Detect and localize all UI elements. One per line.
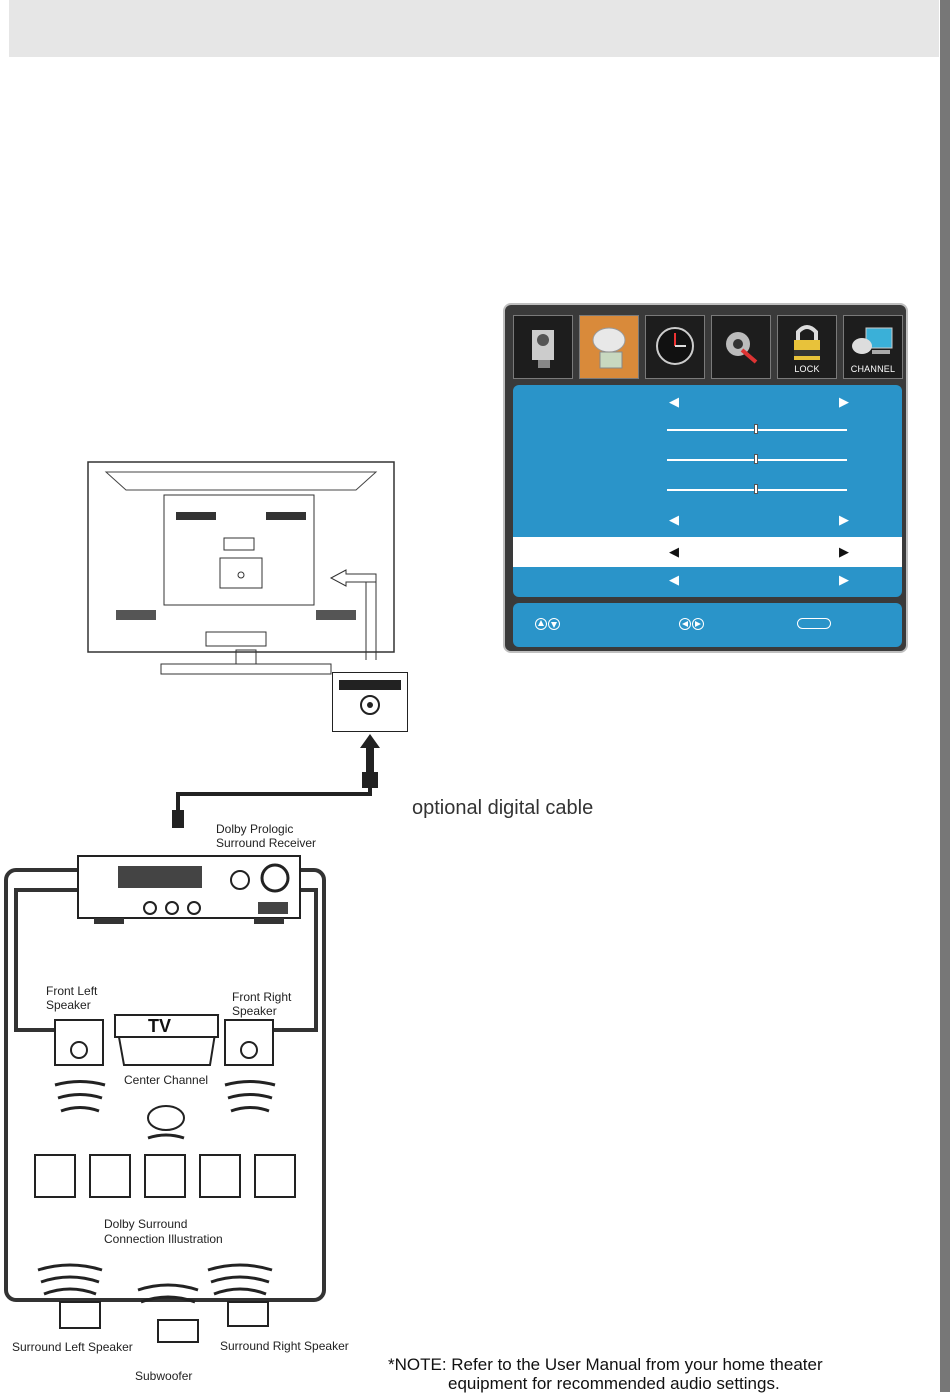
tab-time[interactable] xyxy=(645,315,705,379)
left-right-nav-icon xyxy=(679,618,704,630)
left-arrow-icon[interactable]: ◀ xyxy=(669,544,679,559)
slider-knob[interactable] xyxy=(754,454,758,464)
clock-icon xyxy=(656,327,694,365)
center-channel-label: Center Channel xyxy=(124,1073,209,1087)
front-right-label-2: Speaker xyxy=(232,1004,277,1018)
front-left-label-2: Speaker xyxy=(46,998,91,1012)
right-arrow-icon[interactable]: ▶ xyxy=(839,544,849,559)
tab-lock-label: LOCK xyxy=(794,364,820,374)
note-line-1: *NOTE: Refer to the User Manual from you… xyxy=(388,1355,823,1374)
satellite-dish-icon xyxy=(592,327,626,369)
receiver-label-2: Surround Receiver xyxy=(216,836,317,850)
slider-knob[interactable] xyxy=(754,424,758,434)
slider-knob[interactable] xyxy=(754,484,758,494)
front-left-label-1: Front Left xyxy=(46,984,98,998)
setup-tools-icon xyxy=(726,332,758,364)
optical-jack-icon xyxy=(360,695,380,715)
tv-rear-panel-illustration xyxy=(87,461,395,675)
slider-3[interactable] xyxy=(667,484,847,494)
camera-icon xyxy=(532,330,554,368)
subwoofer-label: Subwoofer xyxy=(135,1369,193,1383)
left-arrow-icon[interactable]: ◀ xyxy=(669,394,679,409)
optical-port-box xyxy=(332,672,408,732)
right-arrow-icon[interactable]: ▶ xyxy=(839,572,849,587)
optical-cable xyxy=(172,734,380,828)
left-arrow-icon[interactable]: ◀ xyxy=(669,512,679,527)
header-bar xyxy=(9,0,939,57)
note-line-2: equipment for recommended audio settings… xyxy=(448,1374,780,1393)
tab-lock[interactable]: LOCK xyxy=(777,315,837,379)
tv-label: TV xyxy=(148,1016,172,1036)
left-arrow-icon[interactable]: ◀ xyxy=(669,572,679,587)
tab-picture[interactable] xyxy=(513,315,573,379)
menu-button-icon xyxy=(797,618,831,629)
page-edge-tab xyxy=(940,0,950,1392)
up-down-nav-icon xyxy=(535,618,560,630)
right-arrow-icon[interactable]: ▶ xyxy=(839,512,849,527)
tab-audio[interactable] xyxy=(579,315,639,379)
front-right-label-1: Front Right xyxy=(232,990,292,1004)
tab-setup[interactable] xyxy=(711,315,771,379)
tab-channel[interactable]: CHANNEL xyxy=(843,315,903,379)
surround-left-label: Surround Left Speaker xyxy=(12,1340,133,1354)
lock-icon xyxy=(794,325,820,360)
surround-right-label: Surround Right Speaker xyxy=(220,1339,349,1353)
surround-title-2: Connection Illustration xyxy=(104,1232,223,1246)
cable-label: optional digital cable xyxy=(412,797,594,819)
osd-settings-panel: ◀ ▶ ◀ ▶ ◀ ▶ ◀ ▶ xyxy=(513,385,902,597)
port-label-bar xyxy=(339,680,401,690)
channel-tv-icon xyxy=(852,327,893,354)
right-arrow-icon[interactable]: ▶ xyxy=(839,394,849,409)
slider-2[interactable] xyxy=(667,454,847,464)
receiver-label-1: Dolby Prologic xyxy=(216,822,294,836)
receiver-speaker-system xyxy=(4,855,326,1343)
surround-title-1: Dolby Surround xyxy=(104,1217,188,1231)
slider-1[interactable] xyxy=(667,424,847,434)
osd-help-bar xyxy=(513,603,902,647)
tab-channel-label: CHANNEL xyxy=(850,364,896,374)
osd-audio-menu: LOCK CHANNEL ◀ ▶ ◀ ▶ ◀ ▶ ◀ ▶ xyxy=(503,303,908,653)
selected-row-highlight xyxy=(513,537,902,567)
